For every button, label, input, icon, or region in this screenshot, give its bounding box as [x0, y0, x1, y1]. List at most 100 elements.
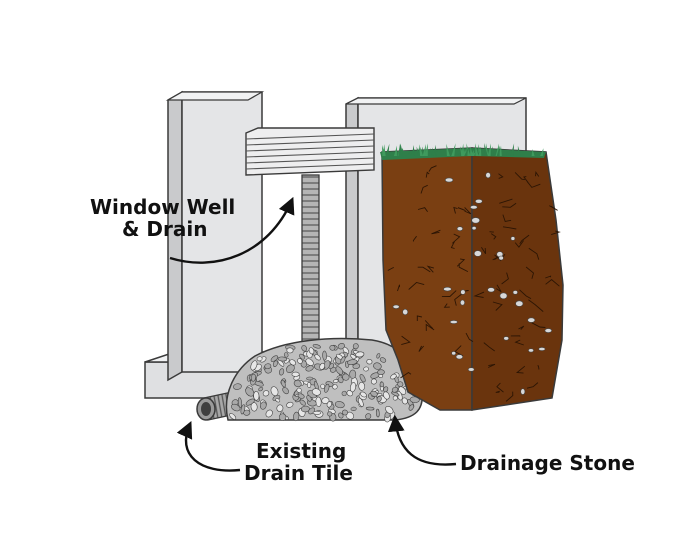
stone: [390, 373, 397, 380]
stone: [342, 409, 348, 416]
soil-crack: [510, 335, 521, 337]
soil-crack: [514, 339, 524, 346]
soil-rock: [515, 300, 524, 307]
soil-rock: [471, 226, 477, 231]
stone: [233, 383, 242, 390]
soil-crack: [518, 325, 525, 330]
soil-crack: [454, 292, 464, 306]
soil-crack: [501, 272, 509, 285]
stone: [286, 401, 294, 408]
grass-blade: [401, 148, 406, 156]
stone: [319, 362, 326, 370]
soil-rock: [392, 304, 400, 309]
stone: [250, 373, 256, 382]
soil-crack: [418, 345, 425, 352]
stone: [293, 411, 300, 422]
label-existing-line2: Drain Tile: [244, 461, 353, 485]
grass-top: [380, 143, 546, 160]
stone: [311, 388, 321, 396]
soil-crack: [535, 171, 540, 177]
grass-blade: [406, 151, 410, 156]
stone: [366, 358, 373, 365]
stone: [265, 409, 273, 418]
soil-crack: [528, 247, 540, 260]
stone: [229, 413, 237, 420]
stone: [391, 386, 399, 393]
stone: [280, 379, 286, 388]
soil-crack: [519, 289, 532, 299]
soil-rock: [455, 354, 464, 360]
grass-blade: [433, 149, 438, 156]
stone: [282, 387, 289, 395]
soil-crack: [545, 275, 552, 279]
grass-blade: [540, 148, 544, 156]
stone: [260, 401, 267, 410]
stone: [262, 390, 270, 397]
soil-crack: [502, 202, 517, 208]
stone: [308, 347, 315, 355]
stone: [250, 360, 258, 371]
label-existing-line1: Existing: [256, 439, 346, 463]
grass-blade: [464, 147, 469, 156]
soil-rock: [487, 287, 495, 293]
stone: [341, 390, 347, 397]
grass-blade: [393, 145, 397, 156]
stone: [408, 404, 415, 411]
stone: [392, 395, 398, 401]
stone: [270, 355, 279, 362]
soil-rock: [402, 308, 409, 316]
stone: [256, 356, 263, 362]
soil-crack: [551, 230, 561, 236]
stone: [275, 398, 281, 403]
soil-crack: [457, 207, 466, 212]
grass-blade: [385, 143, 390, 156]
stone: [375, 408, 380, 418]
stone: [315, 396, 322, 407]
grass-blade: [419, 144, 424, 156]
stone: [286, 347, 294, 354]
soil-crack: [537, 365, 540, 370]
stone: [305, 358, 314, 366]
soil-crack: [431, 229, 441, 235]
stone: [360, 391, 367, 398]
soil-crack: [545, 279, 560, 287]
soil-crack: [514, 172, 525, 181]
soil-crack: [425, 171, 430, 178]
soil-crack: [502, 214, 512, 223]
label-drainage-stone: Drainage Stone: [460, 451, 635, 475]
soil-rock: [443, 286, 452, 292]
stone: [376, 395, 382, 403]
soil-crack: [527, 181, 541, 188]
stone: [350, 406, 357, 412]
soil-crack: [412, 235, 417, 242]
stone: [283, 352, 289, 358]
stone: [237, 397, 243, 408]
window-well-drain-pipe: [301, 174, 320, 356]
grass-blade: [422, 144, 426, 156]
stone: [324, 383, 330, 393]
stone: [299, 353, 305, 360]
soil-rock: [512, 290, 518, 295]
grass-blade: [446, 143, 450, 156]
stone: [342, 373, 350, 381]
stone: [305, 365, 314, 372]
label-window-well-line1: Window Well: [90, 195, 235, 219]
grass-blade: [460, 146, 465, 156]
soil-rock: [485, 172, 491, 179]
soil-rock: [456, 226, 464, 231]
soil-rock: [527, 317, 536, 323]
soil-crack: [528, 299, 544, 312]
grass-blade: [510, 143, 515, 156]
callout-window-well-drain: Window Well & Drain: [90, 195, 295, 264]
stone: [340, 356, 346, 364]
grass-blade: [382, 144, 386, 156]
soil-crack: [424, 320, 434, 329]
soil-crack: [498, 173, 504, 179]
stone: [306, 395, 312, 402]
soil-crack: [420, 184, 428, 194]
stone: [312, 410, 322, 415]
callout-drainage-stone: Drainage Stone: [387, 414, 635, 475]
soil-crack: [488, 363, 496, 368]
grass-blade: [475, 143, 479, 156]
stone: [297, 358, 303, 364]
